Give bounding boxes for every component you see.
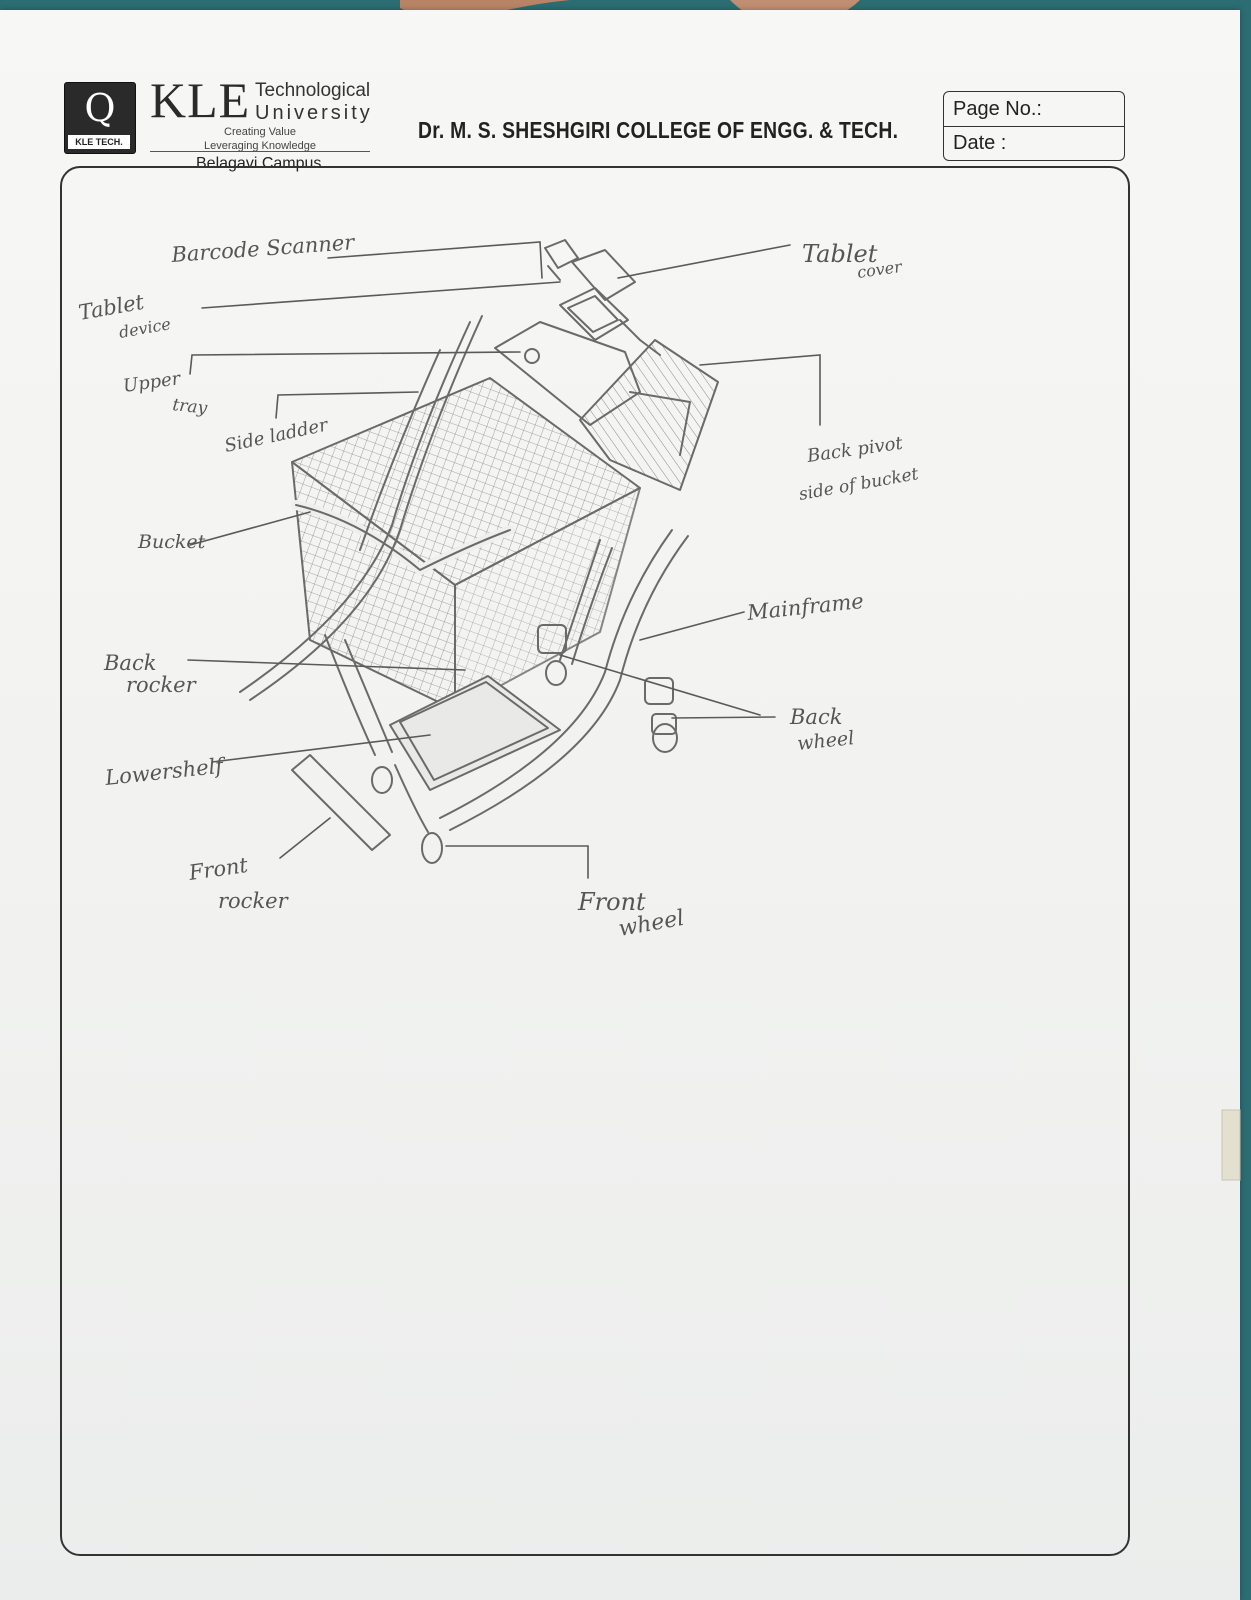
- tablet-assembly: [545, 240, 660, 355]
- label-front-rocker-1: Front: [186, 853, 250, 885]
- lower-shelf: [390, 676, 560, 790]
- label-barcode-scanner: Barcode Scanner: [170, 230, 357, 267]
- label-front-rocker-2: rocker: [218, 889, 290, 913]
- label-back-pivot-1: Back pivot: [805, 433, 905, 467]
- label-tablet-device-2: device: [117, 314, 172, 342]
- label-bucket: Bucket: [137, 531, 206, 553]
- label-back-pivot-2: side of bucket: [797, 464, 920, 505]
- label-side-ladder: Side ladder: [223, 414, 331, 457]
- paper-tab: [1222, 1110, 1240, 1180]
- label-upper-tray-1: Upper: [122, 368, 183, 397]
- label-back-wheel-2: wheel: [796, 727, 855, 755]
- label-lower-shelf: Lowershelf: [103, 753, 227, 790]
- label-upper-tray-2: tray: [171, 395, 208, 419]
- label-back-wheel-1: Back: [789, 705, 842, 729]
- label-front-wheel-1: Front: [577, 888, 646, 916]
- label-main-frame: Mainframe: [745, 589, 865, 625]
- label-back-rocker-2: rocker: [126, 673, 198, 697]
- label-back-rocker-1: Back: [103, 651, 156, 675]
